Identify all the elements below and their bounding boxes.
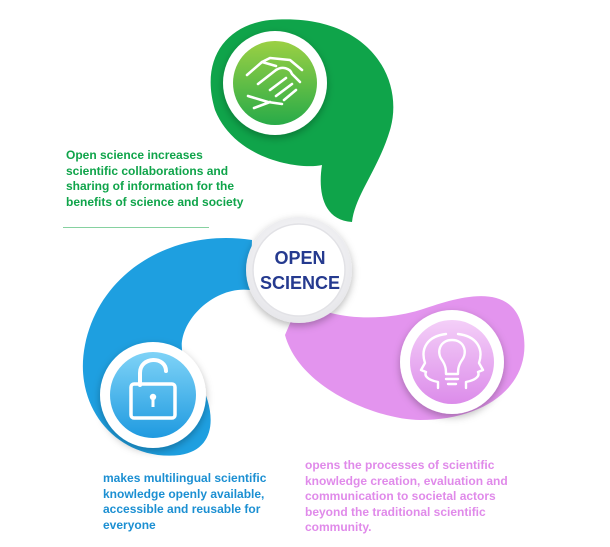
- heads-lightbulb-badge: [400, 310, 504, 414]
- handshake-badge: [223, 31, 327, 135]
- collaboration-caption: Open science increases scientific collab…: [66, 148, 244, 209]
- unlocked-padlock-icon: [129, 358, 177, 420]
- center-title-line1: OPEN: [274, 248, 325, 268]
- accessibility-caption: makes multilingual scientific knowledge …: [103, 471, 267, 532]
- caption-divider: [63, 227, 209, 228]
- handshake-icon: [245, 56, 304, 110]
- heads-lightbulb-icon: [419, 332, 485, 390]
- engagement-caption: opens the processes of scientific knowle…: [305, 458, 508, 534]
- center-title-line2: SCIENCE: [260, 273, 340, 293]
- center-badge: OPEN SCIENCE: [246, 217, 352, 323]
- padlock-badge: [100, 342, 206, 448]
